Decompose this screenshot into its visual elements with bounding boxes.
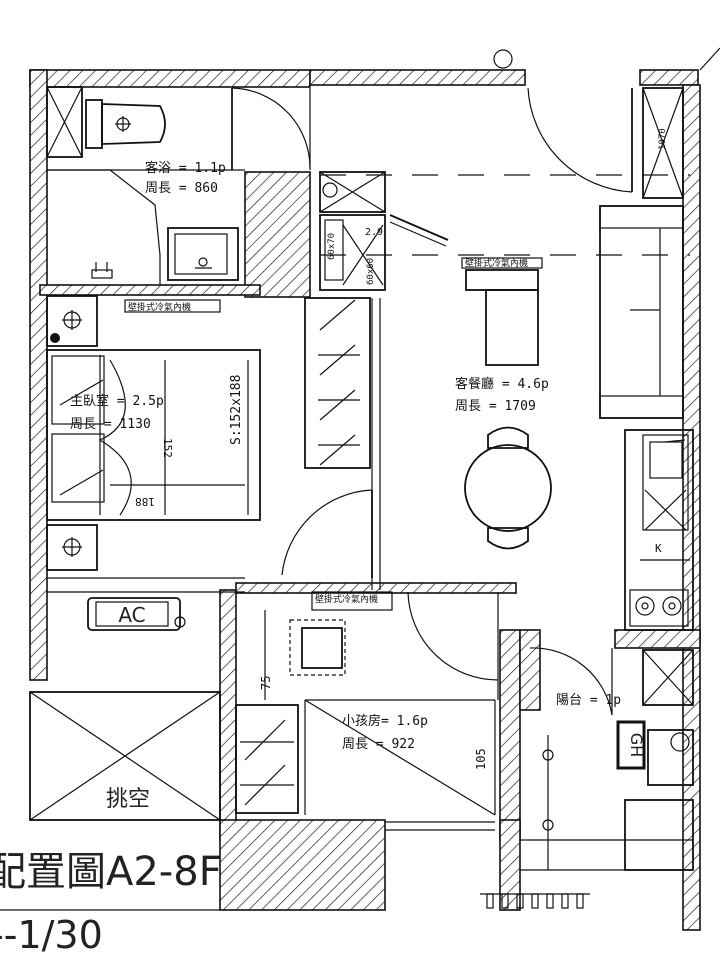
nightstand-bottom-icon <box>46 524 98 571</box>
kids-room: 壁掛式冷氣內機 75 小孩房= 1.6p 周長 = 922 105 <box>235 591 499 831</box>
building-edge-line <box>699 47 720 71</box>
fridge-icon <box>319 171 386 213</box>
shoe-cabinet: 1070 <box>642 87 684 199</box>
column-marker-circle <box>493 49 513 69</box>
desk-chair-icon <box>289 619 346 676</box>
ac-label: AC <box>118 603 145 627</box>
void-label: 挑空 <box>106 787 150 812</box>
kitchen-k-label: K <box>655 542 662 555</box>
kids-ac-unit-label: 壁掛式冷氣內機 <box>315 593 378 605</box>
toilet-icon <box>85 99 166 149</box>
master-name-label: 主臥室 = 2.5p <box>70 393 164 409</box>
master-perimeter-label: 周長 = 1130 <box>70 417 151 432</box>
washer-icon: 60x70 2.9 60x60 <box>319 214 386 291</box>
gh-label: GH <box>627 733 646 757</box>
water-heater-icon: GH <box>616 720 646 770</box>
dim-105-label: 105 <box>474 748 488 770</box>
kitchen-counter: K <box>624 429 694 631</box>
dim-75-label: 75 <box>259 676 273 690</box>
void-area: 挑空 <box>29 691 221 821</box>
bathroom-name-label: 客浴 = 1.1p <box>145 160 226 176</box>
living-ac-unit-label: 壁掛式冷氣內機 <box>465 257 528 269</box>
bathroom-door <box>231 87 311 170</box>
master-door <box>281 489 373 578</box>
bed-length-dim: 188 <box>135 495 155 508</box>
dining-table-icon <box>464 426 552 550</box>
sink-icon <box>167 227 239 281</box>
balcony-name-label: 陽台 = 1p <box>556 693 621 708</box>
railing-markers <box>480 893 590 909</box>
sofa-icon <box>599 205 684 419</box>
master-bedroom: 壁掛式冷氣內機 主臥室 = 2.5p 周長 = 1130 S:152x188 1… <box>46 295 261 593</box>
living-name-label: 客餐廳 = 4.6p <box>455 376 549 392</box>
wardrobe-master <box>304 297 371 469</box>
bathroom-perimeter-label: 周長 = 860 <box>145 181 218 196</box>
plan-scale: --1/30 <box>0 913 103 957</box>
plan-title: 配置圖A2-8F <box>0 849 222 895</box>
bed-width-dim: 152 <box>161 438 174 458</box>
living-perimeter-label: 周長 = 1709 <box>455 399 536 414</box>
kids-name-label: 小孩房= 1.6p <box>342 713 428 729</box>
washer-size-label: 60x60 <box>366 258 376 285</box>
faucet-icon <box>91 262 113 279</box>
balcony: 陽台 = 1p GH <box>520 647 694 871</box>
stair-dim-label: 2.9 <box>365 227 383 238</box>
living-dining: 1070 60x70 2.9 60x60 壁掛式冷氣內機 客餐廳 = 4.6p <box>319 87 694 631</box>
fridge-size-label: 60x70 <box>327 233 337 260</box>
ac-outdoor-unit: AC <box>87 597 186 631</box>
switch-dot-icon <box>50 333 60 343</box>
bed-icon <box>46 349 261 521</box>
wardrobe-kids <box>235 704 299 814</box>
master-ac-unit-label: 壁掛式冷氣內機 <box>128 301 191 313</box>
dim-1070-label: 1070 <box>658 128 668 150</box>
bathroom: 客浴 = 1.1p 周長 = 860 <box>46 86 245 285</box>
laundry-sink-icon <box>642 649 694 706</box>
nightstand-top-icon <box>46 295 98 347</box>
kids-perimeter-label: 周長 = 922 <box>342 737 415 752</box>
bed-size-label: S:152x188 <box>229 375 244 445</box>
armchair-icon <box>465 269 539 366</box>
